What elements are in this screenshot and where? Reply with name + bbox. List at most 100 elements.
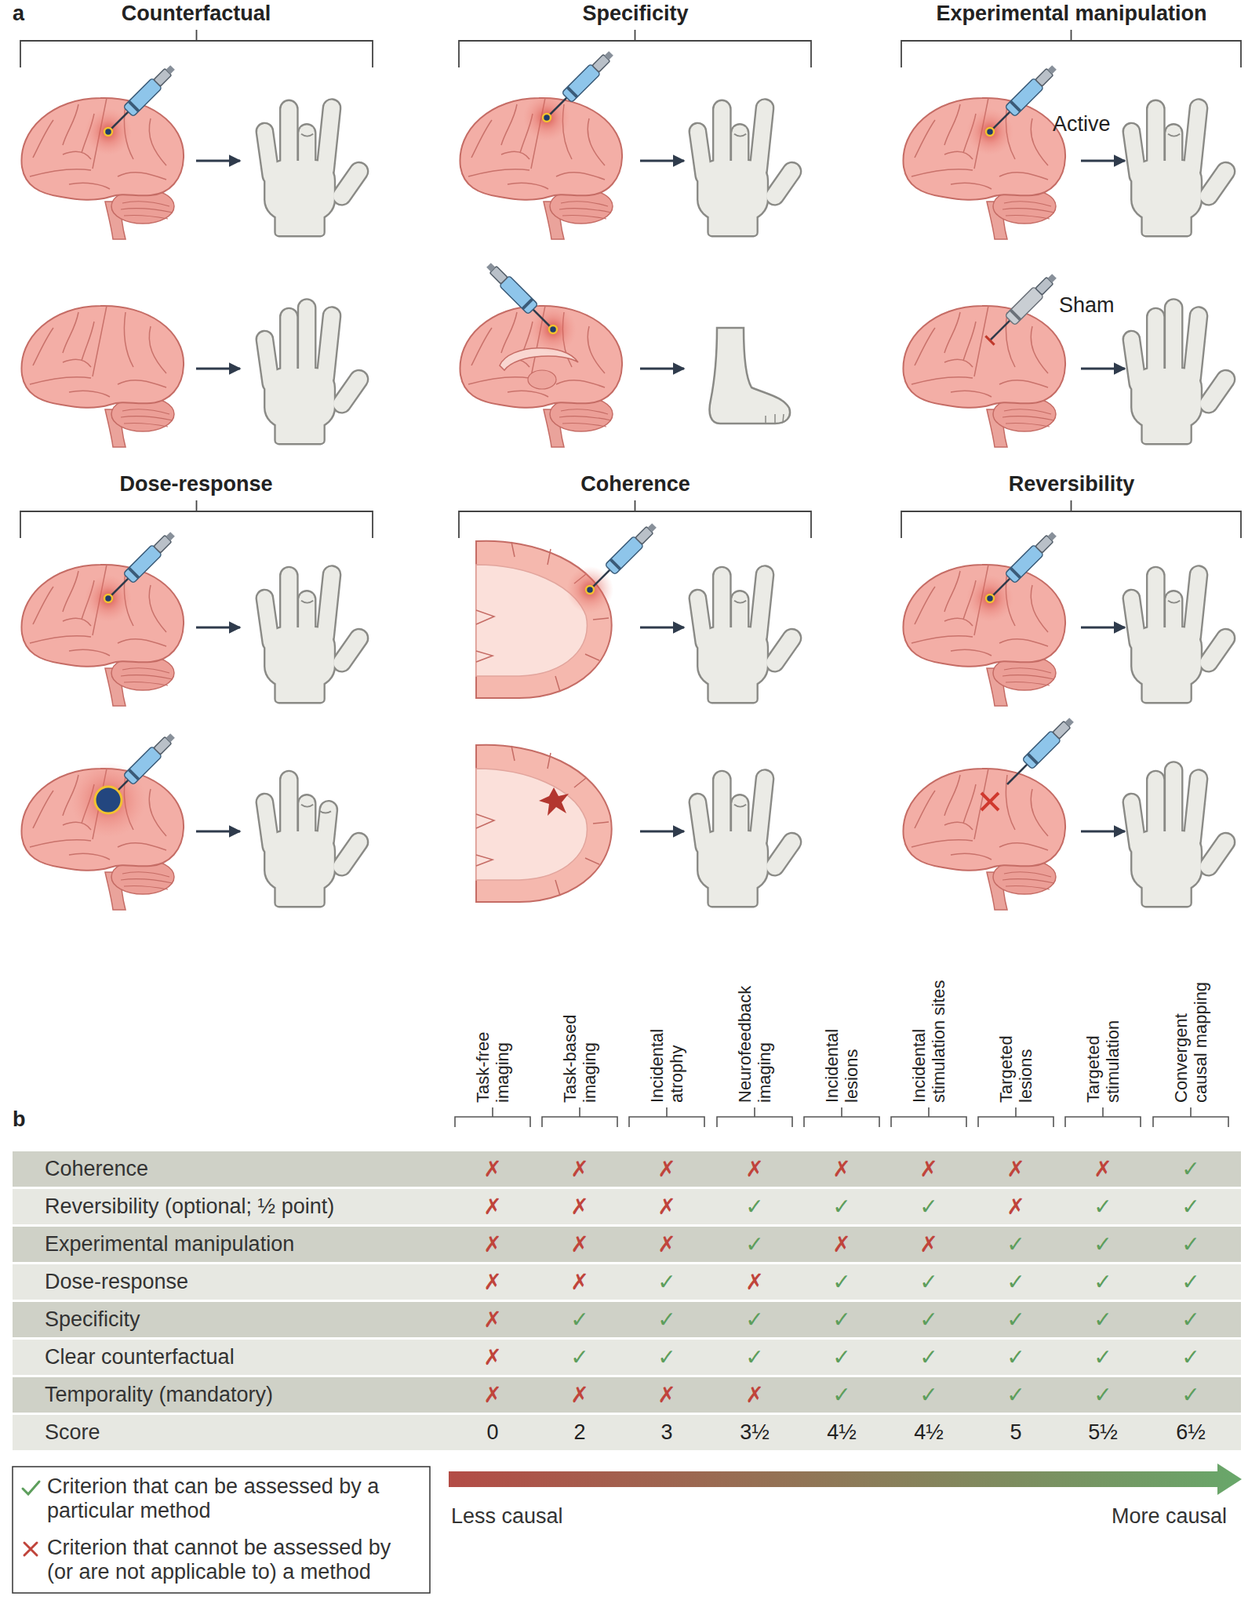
stop-mark (981, 793, 999, 811)
hand (689, 770, 804, 907)
cross-mark: ✗ (832, 1231, 851, 1257)
cross-mark: ✗ (745, 1269, 764, 1295)
legend-cross-mark (18, 1537, 43, 1562)
score-value: 5½ (1087, 1420, 1118, 1445)
hand (689, 99, 804, 236)
column-header: Incidental stimulation sites (909, 969, 950, 1103)
stimulator (84, 529, 178, 623)
criterion-label: Dose-response (44, 1269, 189, 1295)
legend-check-mark (18, 1476, 43, 1500)
legend-text: Criterion that can be assessed by a part… (47, 1474, 416, 1524)
brain-medial (459, 305, 623, 448)
score-value: 4½ (826, 1420, 857, 1445)
cross-mark: ✗ (745, 1382, 764, 1408)
column-header: Convergent causal mapping (1171, 973, 1212, 1103)
check-mark: ✓ (1181, 1231, 1200, 1257)
column-header: Task-based imaging (560, 993, 601, 1103)
brain (21, 768, 184, 910)
check-mark: ✓ (919, 1344, 938, 1370)
panel-title: Coherence (580, 472, 691, 497)
check-mark: ✓ (745, 1344, 764, 1370)
score-value: 6½ (1175, 1420, 1206, 1445)
cross-mark: ✗ (1006, 1156, 1025, 1182)
check-mark: ✓ (1181, 1306, 1200, 1332)
hand (1123, 763, 1238, 907)
column-header: Targeted stimulation (1083, 993, 1124, 1103)
check-mark: ✓ (657, 1306, 676, 1332)
hand (1123, 566, 1238, 703)
column-bracket (454, 1107, 1229, 1128)
check-mark: ✓ (1181, 1344, 1200, 1370)
column-header: Task-free imaging (473, 993, 514, 1103)
table-band (12, 1151, 1241, 1451)
score-value: 3 (660, 1420, 673, 1445)
check-mark: ✓ (1006, 1344, 1025, 1370)
check-mark: ✓ (832, 1193, 851, 1219)
check-mark: ✓ (1006, 1382, 1025, 1408)
check-mark: ✓ (1181, 1382, 1200, 1408)
cross-mark: ✗ (483, 1382, 502, 1408)
check-mark: ✓ (1181, 1269, 1200, 1295)
check-mark: ✓ (745, 1306, 764, 1332)
check-mark: ✓ (919, 1382, 938, 1408)
hand (256, 300, 371, 444)
hand (256, 771, 371, 907)
brain-slice (476, 745, 612, 903)
cross-mark: ✗ (919, 1231, 938, 1257)
cross-mark: ✗ (745, 1156, 764, 1182)
check-mark: ✓ (657, 1269, 676, 1295)
panel-title: Dose-response (119, 472, 273, 497)
cross-mark: ✗ (657, 1231, 676, 1257)
panel-title: Specificity (582, 1, 688, 26)
axis-label: More causal (1111, 1504, 1227, 1529)
legend-text: Criterion that cannot be assessed by (or… (47, 1535, 416, 1585)
brain (21, 305, 184, 448)
brain (902, 768, 1066, 910)
check-mark: ✓ (1093, 1231, 1112, 1257)
cross-mark: ✗ (657, 1193, 676, 1219)
check-mark: ✓ (1006, 1269, 1025, 1295)
check-mark: ✓ (919, 1193, 938, 1219)
criterion-label: Reversibility (optional; ½ point) (44, 1194, 335, 1219)
cross-mark: ✗ (483, 1269, 502, 1295)
hand (256, 566, 371, 703)
check-mark: ✓ (1093, 1344, 1112, 1370)
stimulator (523, 48, 616, 142)
cross-mark: ✗ (570, 1231, 589, 1257)
column-header: Targeted lesions (996, 993, 1037, 1103)
stimulator (1002, 715, 1078, 790)
condition-label: Active (1052, 112, 1111, 137)
criterion-label: Specificity (44, 1307, 141, 1332)
check-mark: ✓ (832, 1269, 851, 1295)
cross-mark: ✗ (483, 1156, 502, 1182)
stimulator-high-dose (70, 731, 178, 838)
column-header: Incidental atrophy (647, 993, 688, 1103)
criterion-label: Experimental manipulation (44, 1232, 295, 1257)
lesion (538, 787, 569, 816)
cross-mark: ✗ (570, 1193, 589, 1219)
check-mark: ✓ (832, 1382, 851, 1408)
check-mark: ✓ (1006, 1231, 1025, 1257)
cross-mark: ✗ (832, 1156, 851, 1182)
check-mark: ✓ (832, 1344, 851, 1370)
brain (902, 305, 1066, 448)
cross-mark: ✗ (570, 1382, 589, 1408)
hand (689, 566, 804, 703)
panel-title: Reversibility (1008, 472, 1136, 497)
check-mark: ✓ (745, 1231, 764, 1257)
hand (1123, 99, 1238, 236)
criterion-label: Clear counterfactual (44, 1345, 235, 1370)
cross-mark: ✗ (570, 1156, 589, 1182)
check-mark: ✓ (1181, 1156, 1200, 1182)
cross-mark: ✗ (1006, 1193, 1025, 1219)
score-label: Score (44, 1420, 101, 1445)
stimulator (483, 260, 577, 353)
check-mark: ✓ (745, 1193, 764, 1219)
score-value: 5 (1009, 1420, 1022, 1445)
legend-sample (22, 1481, 40, 1495)
causality-gradient-arrow (448, 1463, 1242, 1496)
cross-mark: ✗ (483, 1344, 502, 1370)
check-mark: ✓ (1093, 1269, 1112, 1295)
cross-mark: ✗ (570, 1269, 589, 1295)
